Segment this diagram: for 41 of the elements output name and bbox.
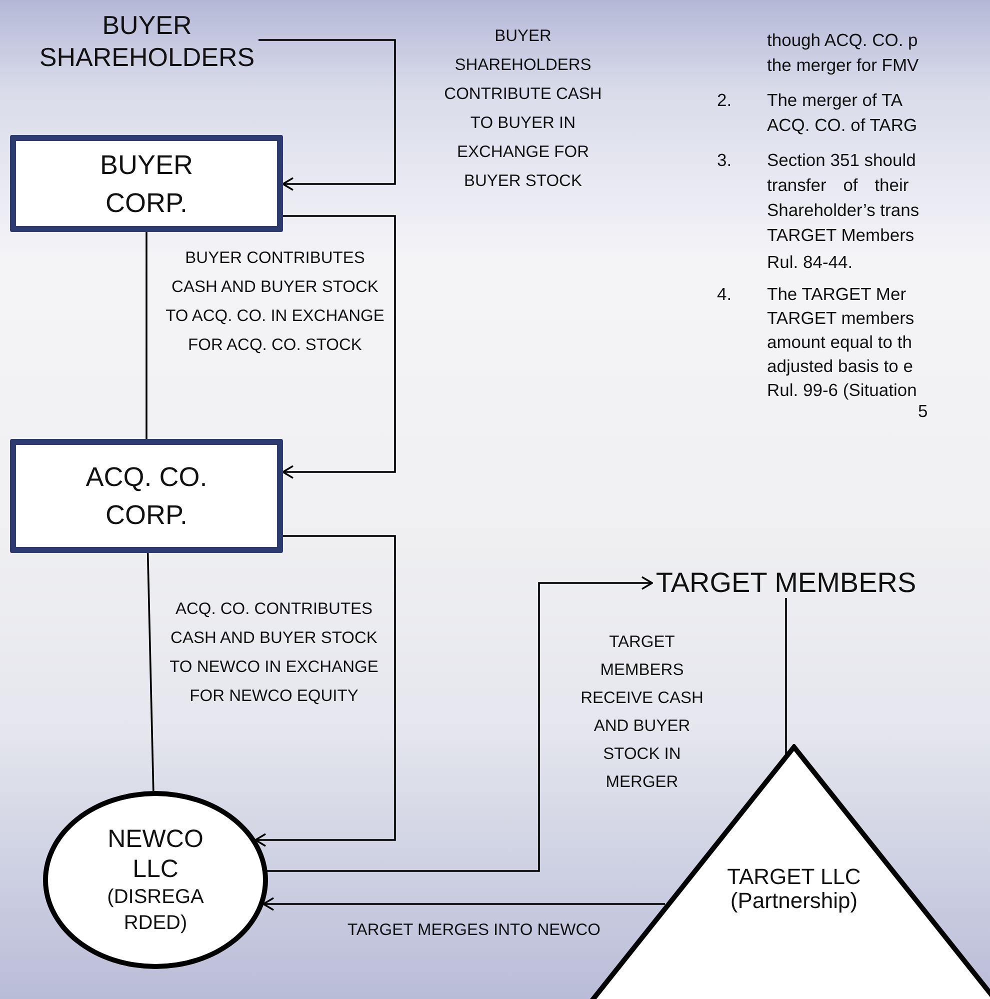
edge-label: BUYER CONTRIBUTES CASH AND BUYER STOCK TO ACQ. CO. IN EXCHANGE FOR ACQ. CO. STOCK: [165, 248, 385, 356]
node-label: (DISREGA RDED): [106, 885, 205, 936]
note-text: The TARGET Mer: [767, 283, 906, 305]
connector-line: [146, 552, 154, 792]
note-text: TARGET Members: [767, 224, 914, 246]
arrow: [258, 39, 396, 191]
note-text: Rul. 84-44.: [767, 251, 853, 273]
note-text: Shareholder’s trans: [767, 199, 920, 221]
arrow: [282, 215, 396, 479]
arrow: [267, 576, 653, 872]
list-number: 5: [918, 400, 928, 422]
node-label: TARGET LLC: [726, 864, 862, 890]
note-text: Rul. 99-6 (Situation: [767, 379, 917, 401]
node-label: NEWCO LLC: [106, 824, 204, 884]
list-number: 2.: [717, 89, 732, 111]
arrow: [262, 897, 665, 911]
note-text: amount equal to th: [767, 331, 912, 353]
node-label: BUYER CORP.: [98, 148, 194, 220]
edge-label: TARGET MERGES INTO NEWCO: [346, 920, 602, 941]
list-number: 3.: [717, 149, 732, 171]
edge-label: ACQ. CO. CONTRIBUTES CASH AND BUYER STOCK TO NEWCO IN EXCHANGE FOR NEWCO EQUITY: [168, 599, 380, 707]
entity-box: [10, 439, 283, 553]
note-text: adjusted basis to e: [767, 355, 913, 377]
note-text: ACQ. CO. of TARG: [767, 114, 918, 136]
node-label: BUYER SHAREHOLDERS: [8, 8, 286, 74]
note-text: the merger for FMV: [767, 54, 919, 76]
note-text: TARGET members: [767, 307, 914, 329]
node-label: TARGET MEMBERS: [636, 565, 936, 601]
note-text: The merger of TA: [767, 89, 903, 111]
entity-box: [10, 135, 283, 232]
node-label: (Partnership): [729, 890, 859, 912]
note-text: though ACQ. CO. p: [767, 29, 918, 51]
node-label: ACQ. CO. CORP.: [84, 461, 208, 532]
list-number: 4.: [717, 283, 732, 305]
note-text: Section 351 should: [767, 149, 916, 171]
edge-label: TARGET MEMBERS RECEIVE CASH AND BUYER STOCK IN MERGER: [580, 632, 704, 793]
connector-line: [146, 232, 148, 439]
edge-label: BUYER SHAREHOLDERS CONTRIBUTE CASH TO BUYER IN EXCHANGE FOR BUYER STOCK: [443, 26, 603, 192]
note-text: transfer of their: [767, 174, 909, 196]
connector-line: [785, 598, 787, 754]
arrow: [254, 535, 396, 847]
